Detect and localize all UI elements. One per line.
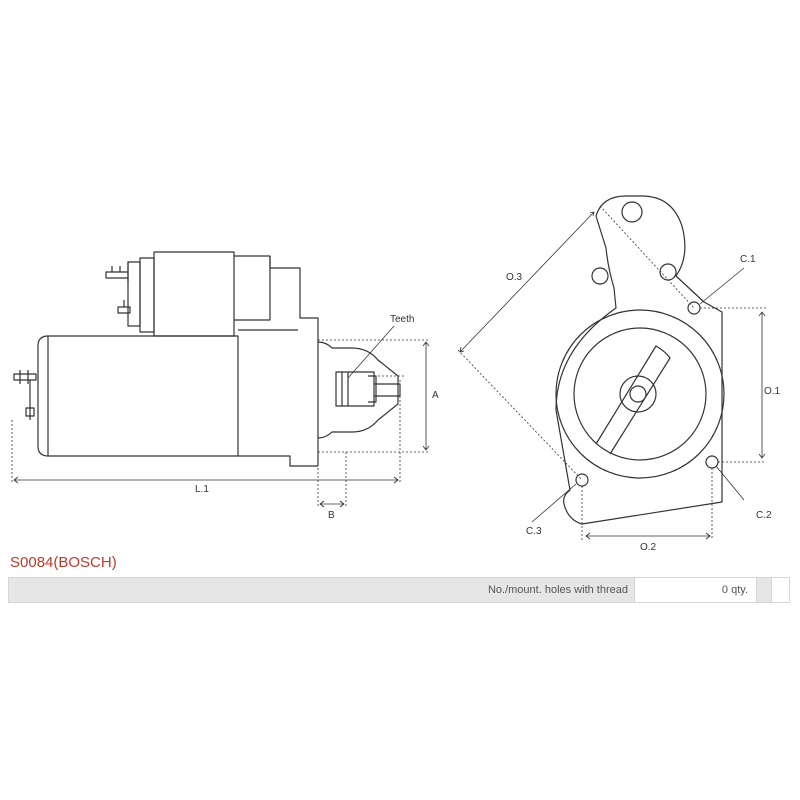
spec-end-cell [771, 578, 789, 602]
housing-outer [555, 309, 725, 479]
solenoid-cap [139, 257, 155, 333]
label-l1: L.1 [195, 484, 209, 495]
side-view [13, 251, 401, 467]
end-cap-bolt [25, 380, 35, 420]
flange-hole-right [659, 263, 677, 281]
shaft-outer [619, 375, 657, 413]
solenoid-body [127, 261, 141, 327]
housing-web [595, 345, 671, 455]
flange-outline [555, 195, 723, 525]
end-dimensions [457, 205, 766, 540]
flange-hole-left [591, 267, 609, 285]
end-dimension-arrows [459, 211, 766, 540]
label-o2: O.2 [640, 542, 657, 550]
label-o1: O.1 [764, 386, 781, 397]
motor-end-cap [37, 335, 49, 457]
drive-nose [317, 341, 399, 439]
side-dimension-arrows [13, 325, 430, 508]
solenoid-flange [234, 255, 271, 321]
spec-label: No./mount. holes with thread [487, 584, 628, 596]
terminal-left [13, 370, 37, 384]
label-a: A [432, 390, 439, 401]
spec-table: No./mount. holes with thread 0 qty. [8, 577, 790, 603]
teeth-leader [347, 325, 395, 379]
spec-filler-cell [756, 578, 771, 602]
flange-boss-hole [621, 201, 643, 223]
housing-inner [573, 327, 707, 461]
motor-housing-top [269, 256, 319, 466]
label-c1: C.1 [740, 254, 756, 265]
spec-value: 0 qty. [634, 578, 756, 602]
label-c2: C.2 [756, 510, 772, 521]
pinion-shaft [374, 383, 401, 397]
terminal-stud-bottom [117, 300, 131, 314]
label-b: B [328, 510, 335, 521]
label-teeth: Teeth [390, 314, 414, 325]
part-title: S0084(BOSCH) [10, 554, 117, 571]
label-c3: C.3 [526, 526, 542, 537]
shaft-inner [629, 385, 647, 403]
end-view [555, 195, 725, 525]
motor-body [47, 335, 239, 457]
terminal-stud-top [105, 262, 129, 282]
motor-step [238, 329, 318, 467]
starter-motor-drawing: Teeth A L.1 B O.3 O.1 O.2 C.1 C.2 C.3 [11, 195, 781, 550]
pinion [335, 371, 375, 407]
solenoid-can [153, 251, 235, 337]
pinion-teeth [341, 372, 377, 406]
label-o3: O.3 [506, 272, 523, 283]
side-dimensions [11, 339, 428, 508]
